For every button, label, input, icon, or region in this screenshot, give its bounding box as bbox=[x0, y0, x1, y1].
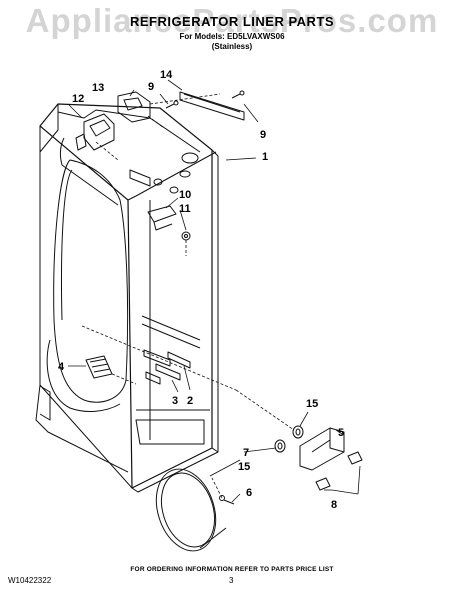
callout-9-left: 9 bbox=[148, 81, 154, 93]
page-title: REFRIGERATOR LINER PARTS bbox=[129, 14, 335, 29]
part-4-vent-grille bbox=[85, 355, 113, 379]
leader-lines bbox=[67, 79, 361, 503]
finish-line: (Stainless) bbox=[211, 42, 253, 51]
callout-14: 14 bbox=[160, 69, 173, 81]
ordering-info: FOR ORDERING INFORMATION REFER TO PARTS … bbox=[130, 566, 334, 573]
part-12-light-housing bbox=[75, 113, 115, 151]
callout-5: 5 bbox=[338, 427, 344, 439]
page-number: 3 bbox=[229, 576, 234, 585]
callout-11: 11 bbox=[179, 203, 191, 215]
callout-2: 2 bbox=[187, 395, 193, 407]
callout-13: 13 bbox=[92, 82, 104, 94]
part-15-bushing-upper bbox=[292, 425, 304, 439]
part-9-screw-left bbox=[165, 100, 179, 109]
part-9-screw-right bbox=[231, 90, 245, 99]
liner-assembly bbox=[35, 103, 219, 493]
callout-9-right: 9 bbox=[260, 129, 266, 141]
part-15-bushing-lower bbox=[274, 439, 286, 453]
callout-6: 6 bbox=[246, 487, 252, 499]
callout-4: 4 bbox=[58, 361, 65, 373]
document-number: W10422322 bbox=[8, 576, 52, 585]
callout-labels: 1 2 3 4 5 6 7 8 9 9 10 11 12 13 14 15 15 bbox=[58, 69, 344, 511]
page-subtitle: For Models: ED5LVAXWS06 (Stainless) bbox=[0, 32, 464, 52]
part-8-plug-lower bbox=[315, 477, 331, 491]
callout-7: 7 bbox=[243, 447, 249, 459]
part-7-water-tubing bbox=[155, 468, 227, 552]
callout-15-upper: 15 bbox=[306, 398, 318, 410]
callout-1: 1 bbox=[262, 151, 268, 163]
part-6-screw bbox=[219, 495, 235, 505]
part-11-nut bbox=[181, 231, 191, 241]
callout-12: 12 bbox=[72, 93, 84, 105]
part-5-hinge-cover bbox=[299, 427, 345, 471]
part-10-bracket bbox=[147, 205, 177, 231]
part-14-trim-strip bbox=[179, 91, 245, 121]
model-line: For Models: ED5LVAXWS06 bbox=[179, 32, 285, 41]
callout-15-lower: 15 bbox=[238, 461, 250, 473]
callout-10: 10 bbox=[179, 189, 191, 201]
callout-8: 8 bbox=[331, 499, 337, 511]
part-8-plug-upper bbox=[347, 451, 363, 465]
callout-3: 3 bbox=[172, 395, 178, 407]
